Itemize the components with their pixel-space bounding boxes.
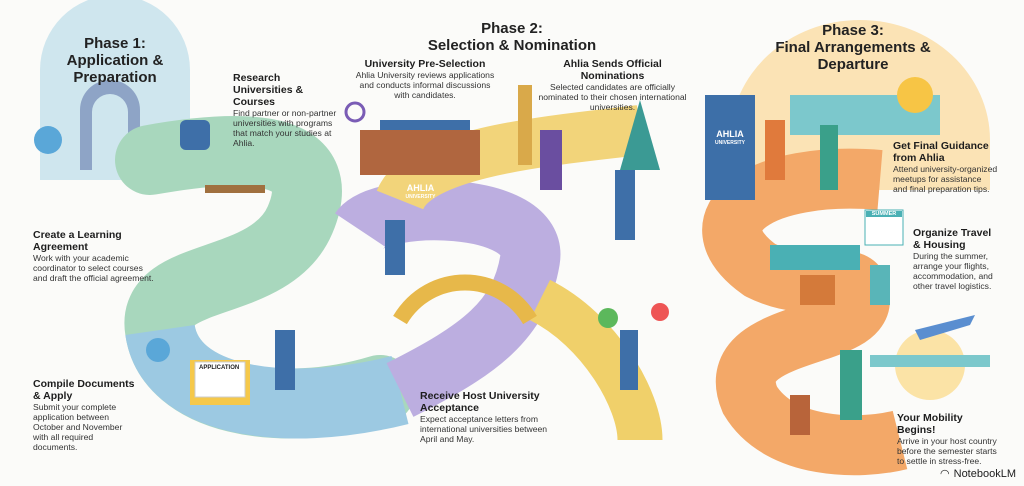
step-heading: Your Mobility Begins!	[897, 412, 963, 436]
step-heading: University Pre-Selection	[364, 58, 486, 70]
application-document	[194, 361, 246, 398]
step-heading: Get Final Guidance from Ahlia	[893, 140, 989, 164]
globe-icon	[146, 338, 170, 362]
step-heading: Research Universities & Courses	[233, 72, 304, 108]
logo-subtext: UNIVERSITY	[405, 194, 436, 200]
step-text: Ahlia University reviews applications an…	[355, 70, 495, 100]
step-pre-selection: University Pre-Selection Ahlia Universit…	[355, 58, 495, 100]
step-compile-documents: Compile Documents & Apply Submit your co…	[33, 378, 138, 452]
step-text: Submit your complete application between…	[33, 402, 123, 452]
phase3-title-line: Final Arrangements & Departure	[775, 39, 931, 73]
step-text: Find partner or non-partner universities…	[233, 108, 337, 148]
notebooklm-logo-icon: ◠	[940, 468, 950, 480]
ahlia-banner	[705, 95, 755, 200]
step-text: Expect acceptance letters from internati…	[420, 414, 548, 444]
step-nominations: Ahlia Sends Official Nominations Selecte…	[530, 58, 695, 112]
clock-tower-icon	[518, 85, 532, 165]
notebooklm-brand: ◠ NotebookLM	[940, 467, 1016, 481]
step-heading: Receive Host University Acceptance	[420, 390, 540, 414]
magnifier-icon	[344, 101, 366, 123]
phase1-title-line: Application &	[66, 52, 164, 69]
step-text: During the summer, arrange your flights,…	[913, 251, 993, 291]
ahlia-desk-logo: AHLIA UNIVERSITY	[388, 184, 453, 202]
phase2-title: Phase 2: Selection & Nomination	[412, 20, 612, 54]
step-research: Research Universities & Courses Find par…	[233, 72, 338, 148]
logo-text: AHLIA	[406, 183, 435, 193]
phase2-title-line: Selection & Nomination	[427, 37, 597, 54]
phase3-title: Phase 3: Final Arrangements & Departure	[743, 22, 963, 73]
logo-subtext: UNIVERSITY	[714, 140, 745, 146]
step-text: Attend university-organized meetups for …	[893, 164, 998, 194]
phase3-path	[702, 148, 908, 476]
phase2-title-line: Phase 2:	[481, 20, 543, 37]
phase1-title: Phase 1: Application & Preparation	[40, 35, 190, 86]
suitcase-icon	[800, 275, 835, 305]
pagoda-icon	[620, 100, 660, 170]
phase2-path	[335, 180, 561, 417]
person-figures	[180, 120, 862, 420]
step-travel-housing: Organize Travel & Housing During the sum…	[913, 227, 998, 291]
calendar-label: SUMMER	[866, 211, 902, 217]
step-text: Selected candidates are officially nomin…	[538, 82, 687, 112]
brand-label: NotebookLM	[953, 467, 1016, 480]
suitcase-icon	[790, 395, 810, 435]
application-label: APPLICATION	[199, 365, 240, 371]
step-heading: Ahlia Sends Official Nominations	[563, 58, 662, 82]
sun-icon	[897, 77, 933, 113]
step-heading: Compile Documents & Apply	[33, 378, 135, 402]
step-text: Arrive in your host country before the s…	[897, 436, 997, 466]
bridge-icon	[393, 274, 537, 325]
logo-text: AHLIA	[716, 129, 744, 139]
plane-icon	[915, 315, 975, 340]
luggage-icon	[870, 265, 890, 305]
step-final-guidance: Get Final Guidance from Ahlia Attend uni…	[893, 140, 998, 194]
phase3-title-line: Phase 3:	[822, 22, 884, 39]
step-heading: Create a Learning Agreement	[33, 229, 122, 253]
step-host-acceptance: Receive Host University Acceptance Expec…	[420, 390, 550, 444]
phase1-title-line: Phase 1:	[84, 35, 146, 52]
phase1-title-line: Preparation	[73, 69, 157, 86]
step-mobility-begins: Your Mobility Begins! Arrive in your hos…	[897, 412, 1002, 466]
step-learning-agreement: Create a Learning Agreement Work with yo…	[33, 229, 158, 283]
heart-icon	[651, 303, 669, 321]
step-text: Work with your academic coordinator to s…	[33, 253, 154, 283]
step-heading: Organize Travel & Housing	[913, 227, 992, 251]
checkmark-icon	[598, 308, 618, 328]
ahlia-banner-logo: AHLIA UNIVERSITY	[705, 130, 755, 148]
globe-icon	[34, 126, 62, 154]
